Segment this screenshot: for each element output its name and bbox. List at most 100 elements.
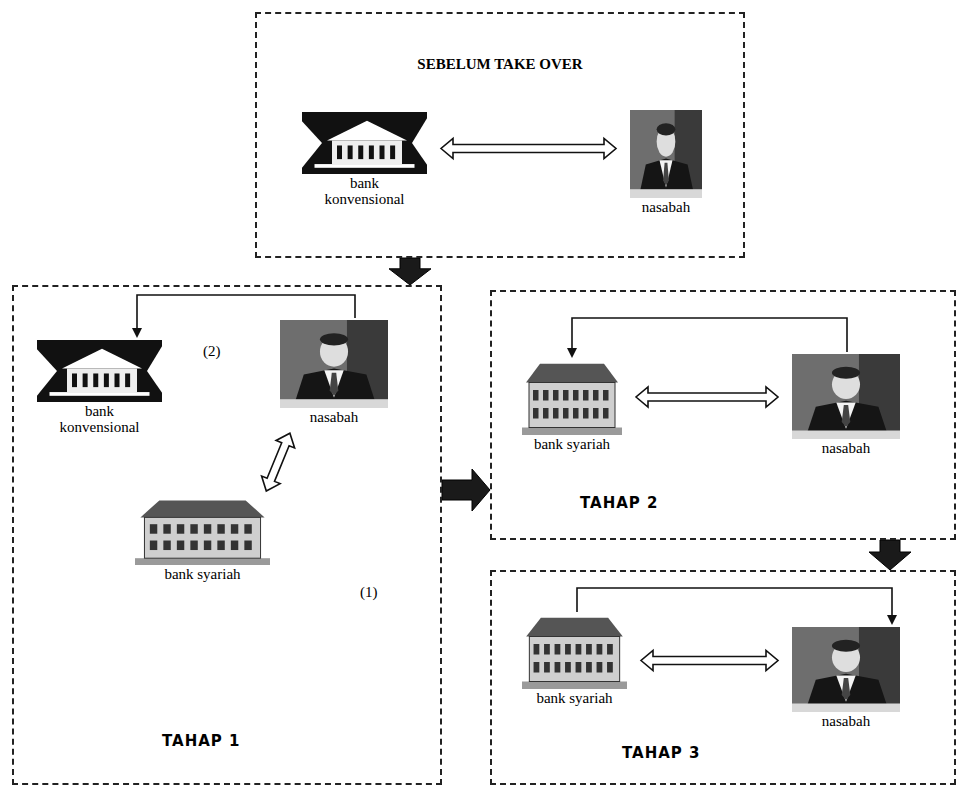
icon-part (217, 524, 224, 534)
icon-part (607, 662, 613, 673)
icon-part (630, 189, 702, 198)
customer-node: nasabah (280, 320, 388, 426)
icon-part (603, 408, 609, 419)
connector (577, 588, 897, 625)
icon-part (565, 662, 571, 673)
icon-holder (135, 497, 270, 565)
callout-number: (1) (360, 584, 378, 601)
relation-arrow (262, 433, 295, 491)
icon (522, 614, 627, 689)
icon-part (563, 408, 569, 419)
bank-node: bank konvensional (37, 340, 162, 436)
icon-part (93, 373, 98, 387)
icon-part (792, 354, 900, 439)
icon-holder (280, 320, 388, 408)
stage-title: TAHAP 1 (162, 732, 241, 750)
icon-part (390, 145, 395, 159)
icon-part (544, 662, 550, 673)
icon-part (358, 145, 363, 159)
icon-part (244, 541, 251, 551)
icon-part (231, 524, 238, 534)
icon-part (534, 662, 540, 673)
icon-part (565, 644, 571, 655)
icon-part (62, 349, 142, 369)
icon-part (37, 340, 162, 402)
icon-holder (37, 340, 162, 402)
icon-part (327, 121, 407, 141)
icon-part (140, 500, 264, 517)
stage-title: SEBELUM TAKE OVER (257, 56, 743, 73)
icon-part (593, 390, 599, 401)
flow-line (572, 318, 847, 352)
connector (389, 258, 431, 285)
stage-title: TAHAP 3 (622, 744, 701, 762)
connector (442, 469, 490, 511)
connector (262, 433, 295, 491)
icon (522, 360, 622, 435)
connector (869, 540, 911, 570)
icon-part (302, 112, 427, 174)
icon-part (657, 123, 676, 135)
node-label: bank syariah (522, 691, 627, 707)
icon (792, 627, 900, 712)
icon-part (526, 618, 623, 637)
icon-part (412, 118, 427, 165)
icon-part (555, 662, 561, 673)
icon-part (217, 541, 224, 551)
icon-part (280, 320, 388, 408)
node-label: nasabah (792, 714, 900, 730)
stage-arrow (869, 540, 911, 570)
node-label: nasabah (280, 410, 388, 426)
icon-part (204, 524, 211, 534)
icon (280, 320, 388, 408)
bank-node: bank syariah (522, 360, 622, 453)
icon-part (369, 145, 374, 159)
icon-part (231, 541, 238, 551)
icon-part (72, 373, 77, 387)
customer-node: nasabah (630, 110, 702, 216)
stage-box: TAHAP 1bank konvensionalnasabahbank syar… (12, 285, 442, 785)
icon-part (553, 390, 559, 401)
icon-holder (522, 360, 622, 435)
icon-holder (792, 354, 900, 439)
icon-part (583, 408, 589, 419)
icon-part (104, 373, 109, 387)
connector (441, 139, 616, 159)
icon-part (244, 524, 251, 534)
relation-arrow (441, 139, 616, 159)
icon-part (842, 678, 851, 700)
icon-part (529, 383, 615, 428)
connector (567, 318, 847, 358)
icon-part (543, 390, 549, 401)
icon (792, 354, 900, 439)
icon-part (573, 390, 579, 401)
node-label: nasabah (792, 441, 900, 457)
stage-arrow (442, 469, 490, 511)
icon-part (37, 349, 57, 396)
icon-part (792, 704, 900, 713)
icon-part (832, 367, 860, 379)
arrow-head (567, 348, 577, 358)
icon-part (337, 145, 342, 159)
connector (636, 387, 778, 407)
icon-part (792, 431, 900, 440)
icon (302, 112, 427, 174)
node-label: bank konvensional (50, 404, 150, 436)
icon-part (842, 405, 851, 427)
flow-line (577, 588, 892, 616)
icon-part (593, 408, 599, 419)
icon-part (607, 644, 613, 655)
icon-part (836, 402, 855, 428)
icon-part (302, 121, 322, 168)
icon-part (597, 644, 603, 655)
arrow-head (132, 328, 142, 338)
icon-part (280, 399, 388, 408)
bank-node: bank konvensional (302, 112, 427, 208)
icon-part (190, 541, 197, 551)
icon-part (533, 408, 539, 419)
icon-part (135, 558, 270, 565)
icon-part (586, 644, 592, 655)
icon-part (663, 163, 669, 186)
icon-part (526, 364, 618, 383)
